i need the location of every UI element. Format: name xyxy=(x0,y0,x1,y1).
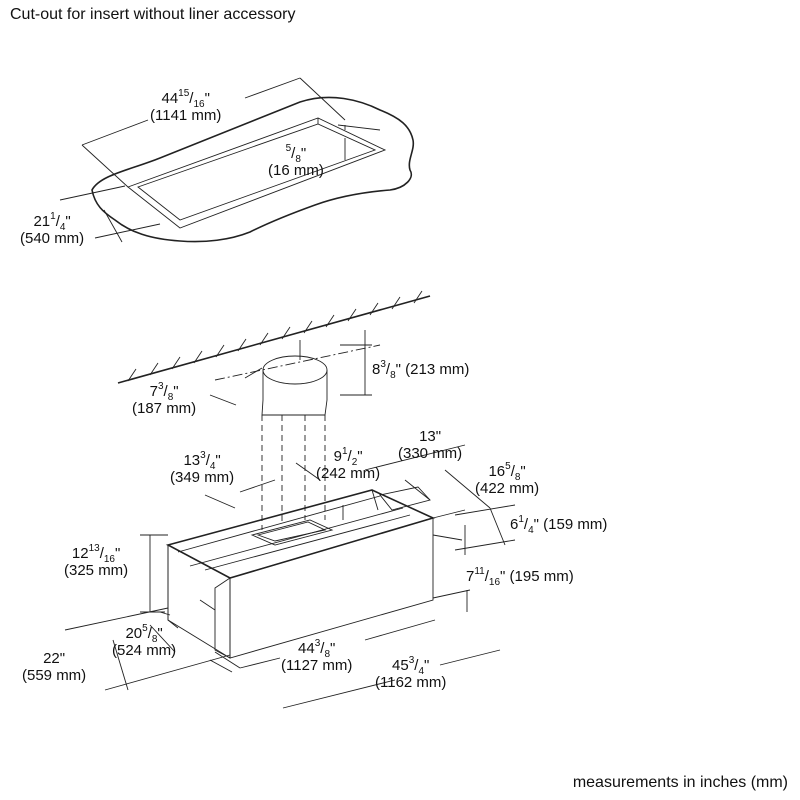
hood-box xyxy=(159,486,471,659)
diagram-title: Cut-out for insert without liner accesso… xyxy=(10,6,296,23)
cutout-dimension-lines xyxy=(59,77,381,243)
outer-width-label: 453/4" (1162 mm) xyxy=(375,655,447,692)
duct-height-label: 83/8" (213 mm) xyxy=(372,359,470,381)
outer-depth-label: 22" (559 mm) xyxy=(22,650,87,684)
duct-offset-x-label: 133/4" (349 mm) xyxy=(170,450,235,487)
ceiling xyxy=(117,290,431,384)
side-depth-label: 165/8" (422 mm) xyxy=(475,461,540,498)
rear-height-label: 1213/16" (325 mm) xyxy=(64,543,129,580)
inner-width-label: 443/8" (1127 mm) xyxy=(281,638,353,675)
cutout-slab xyxy=(91,96,415,243)
hood-dimension-lines xyxy=(64,330,516,709)
cutout-lip-label: 5/8" (16 mm) xyxy=(268,143,324,180)
front-depth-label: 13" (330 mm) xyxy=(398,428,463,462)
cutout-depth-label: 211/4" (540 mm) xyxy=(20,211,85,248)
measurement-units-note: measurements in inches (mm) xyxy=(572,774,788,791)
inner-depth-label: 205/8" (524 mm) xyxy=(112,623,177,660)
front-height-label: 61/4" (159 mm) xyxy=(510,514,608,536)
lower-height-label: 711/16" (195 mm) xyxy=(466,566,574,588)
cutout-width-label: 4415/16" (1141 mm) xyxy=(150,88,222,125)
duct xyxy=(214,340,381,530)
duct-offset-y-label: 91/2" (242 mm) xyxy=(316,446,381,483)
duct-diameter-label: 73/8" (187 mm) xyxy=(132,381,197,418)
